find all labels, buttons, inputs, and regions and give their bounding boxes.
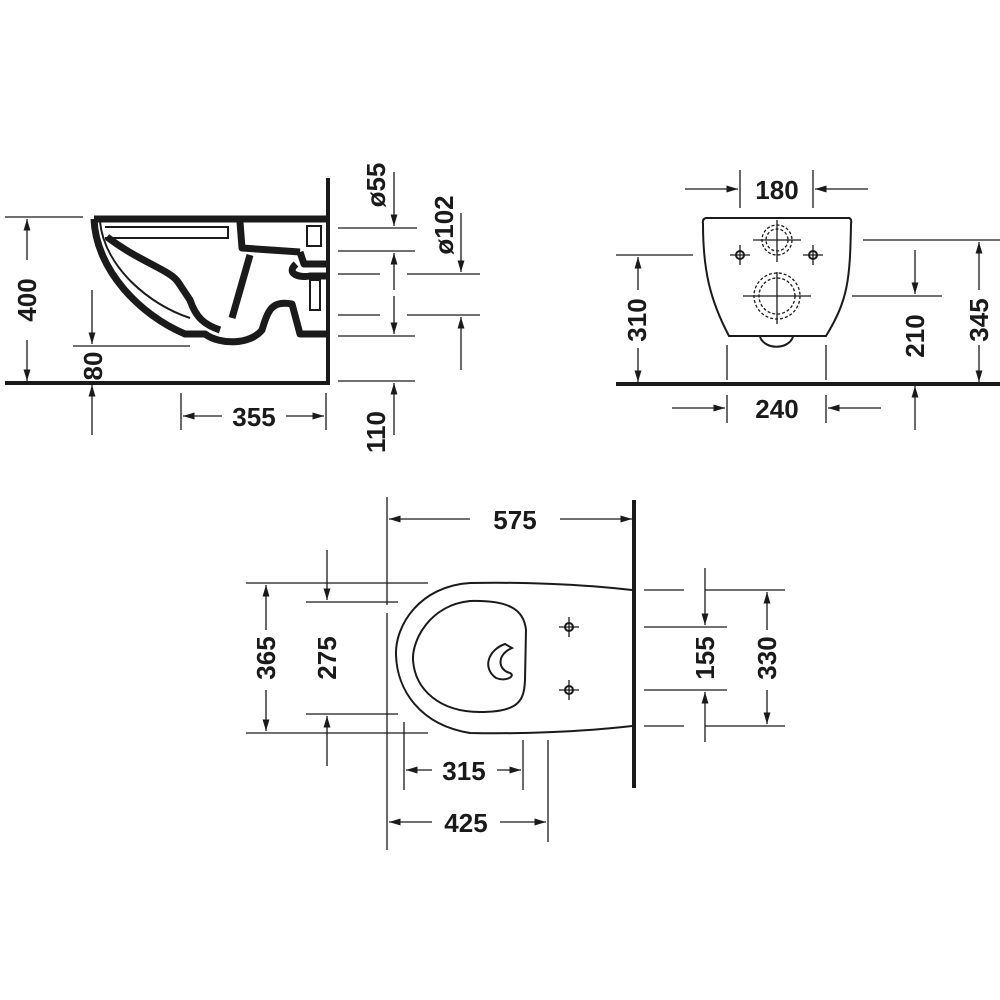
dim-fixing-height-310: 310 bbox=[622, 298, 652, 341]
fixing-holes bbox=[559, 617, 579, 700]
dim-inlet-height-345: 345 bbox=[964, 298, 994, 341]
seat-opening-outline bbox=[411, 599, 528, 714]
dim-outer-width-365: 365 bbox=[251, 636, 281, 679]
fixing-holes bbox=[730, 245, 823, 265]
dim-clearance-80: 80 bbox=[78, 352, 108, 381]
dim-outlet-height-210: 210 bbox=[900, 314, 930, 357]
side-view: 400 80 355 ø55 ø102 110 bbox=[5, 163, 480, 453]
inlet-circle bbox=[753, 220, 801, 262]
dim-wall-width-330: 330 bbox=[752, 636, 782, 679]
dim-inlet-diameter-55: ø55 bbox=[361, 163, 391, 208]
dim-height-400: 400 bbox=[12, 278, 42, 321]
flush-outlet-icon bbox=[487, 642, 515, 681]
dim-bowl-length-425: 425 bbox=[444, 808, 487, 838]
dim-fixing-spacing-180: 180 bbox=[755, 175, 798, 205]
dim-depth-355: 355 bbox=[232, 402, 275, 432]
dim-outlet-diameter-102: ø102 bbox=[429, 195, 459, 254]
dim-seat-length-315: 315 bbox=[442, 756, 485, 786]
toilet-side-profile bbox=[90, 215, 326, 346]
dim-length-575: 575 bbox=[493, 505, 536, 535]
dim-base-width-240: 240 bbox=[755, 394, 798, 424]
outlet-circle bbox=[743, 272, 811, 324]
toilet-rear-outline bbox=[701, 217, 853, 337]
toilet-top-outline bbox=[394, 581, 633, 735]
dim-outlet-height-110: 110 bbox=[361, 411, 391, 453]
rear-view: 180 310 345 210 240 bbox=[616, 170, 1000, 430]
dim-fixing-spacing-155: 155 bbox=[690, 636, 720, 679]
top-view: 575 365 275 155 330 315 42 bbox=[246, 497, 785, 850]
dim-seat-width-275: 275 bbox=[312, 636, 342, 679]
